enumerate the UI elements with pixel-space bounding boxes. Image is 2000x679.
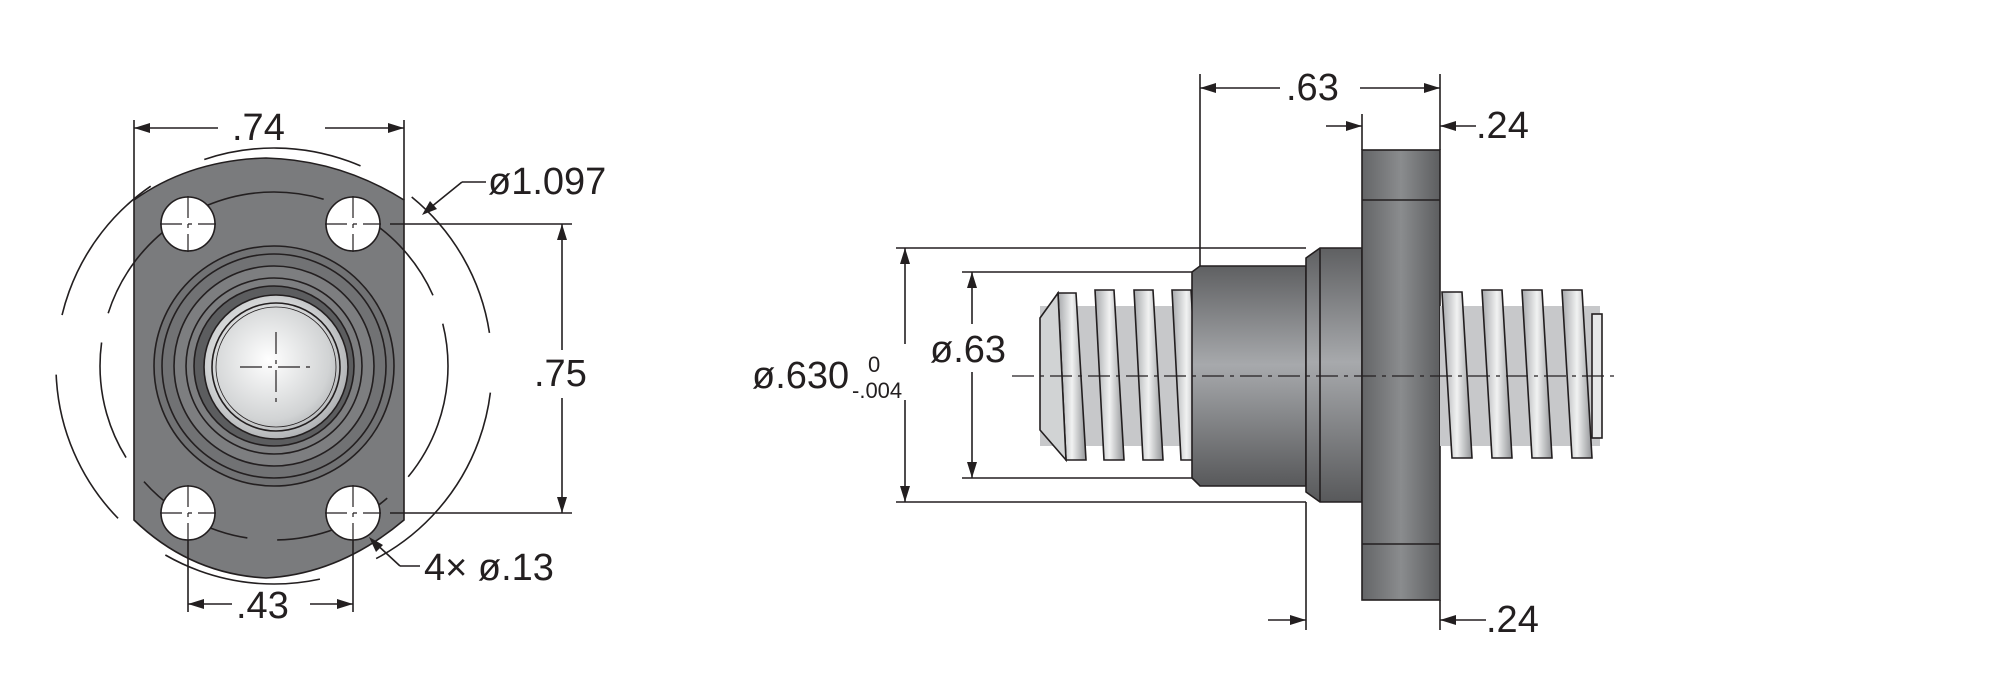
vertical-spacing-label: .75: [534, 353, 587, 395]
side-flange: [1361, 149, 1441, 601]
pilot-diameter-label: ø.630: [752, 355, 849, 397]
flange-thickness-top-label: .24: [1476, 105, 1529, 147]
body-length-label: .63: [1286, 67, 1339, 109]
side-view: .63 .24 ø.630 0 -.004 ø.63 .24: [752, 67, 1620, 641]
body-diameter-label: ø.63: [930, 329, 1006, 371]
flange-thickness-bottom-label: .24: [1486, 599, 1539, 641]
pilot-tolerance-upper: 0: [868, 352, 880, 377]
bolt-circle: [99, 191, 449, 541]
right-thread: [1440, 289, 1603, 459]
pilot-tolerance-lower: -.004: [852, 378, 902, 403]
mounting-holes: [160, 196, 381, 541]
front-view: .74 ø1.097 .75 .43 4× ø.13: [55, 107, 606, 627]
bolt-circle-label: ø1.097: [488, 161, 606, 203]
nut-shoulder: [1305, 247, 1363, 503]
horizontal-spacing-label: .43: [236, 585, 289, 627]
holes-label: 4× ø.13: [424, 547, 554, 589]
left-thread: [1039, 289, 1202, 463]
flange-width-label: .74: [232, 107, 285, 149]
shaft-end: [203, 294, 349, 440]
